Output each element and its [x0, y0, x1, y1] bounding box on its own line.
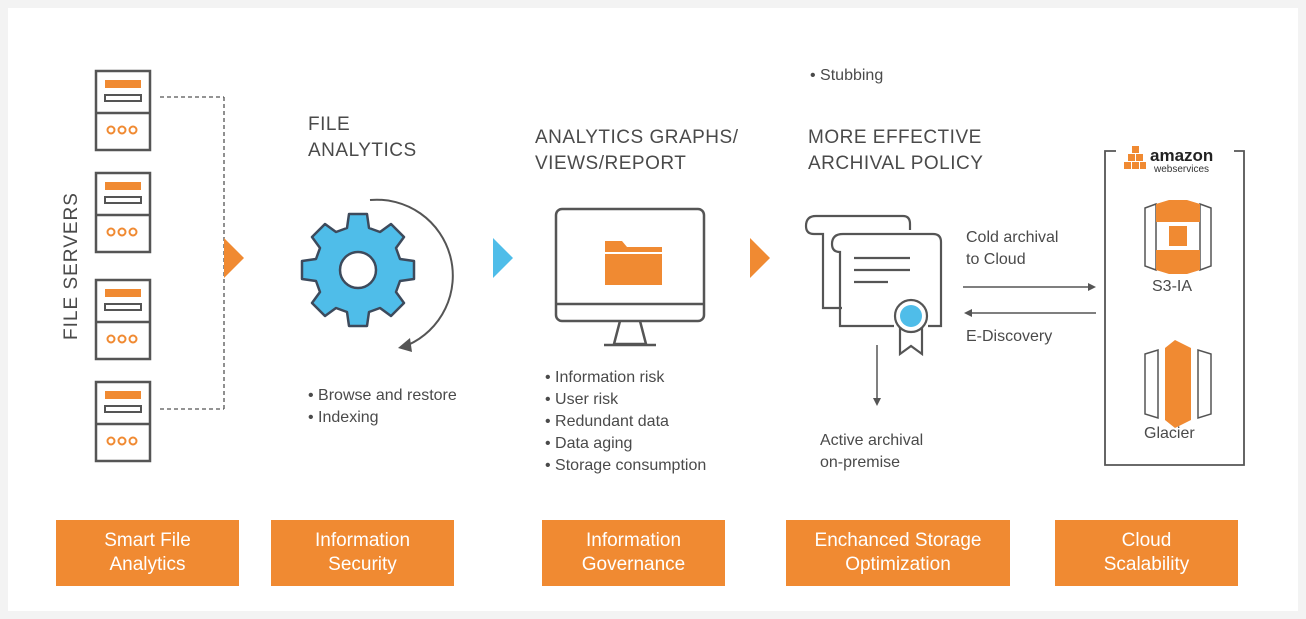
flow-chevron-3: [750, 238, 770, 278]
bullet-item: Data aging: [545, 433, 706, 455]
cold-archival-label: Cold archival to Cloud: [966, 229, 1059, 268]
aws-container: [1104, 150, 1245, 466]
aws-logo-word: amazon: [1150, 146, 1214, 165]
ediscovery-label: E-Discovery: [966, 328, 1053, 345]
file-analytics-heading: FILE ANALYTICS: [308, 114, 417, 161]
archival-heading: MORE EFFECTIVE ARCHIVAL POLICY: [808, 127, 984, 174]
glacier-label: Glacier: [1144, 425, 1195, 442]
benefit-box-cloud-scalability: Cloud Scalability: [1055, 520, 1238, 586]
server-icon: [94, 171, 152, 254]
benefit-box-information-security: Information Security: [271, 520, 454, 586]
server-icon: [94, 380, 152, 463]
aws-logo-sub: webservices: [1154, 164, 1210, 175]
servers-connector: [160, 96, 225, 410]
bullet-item: Storage consumption: [545, 455, 706, 477]
bullet-item: Information risk: [545, 367, 706, 389]
bullet-item: User risk: [545, 389, 706, 411]
rotate-arrow-icon: [369, 198, 454, 352]
server-icon: [94, 278, 152, 361]
diagram-graphics: [94, 69, 1245, 466]
aws-logo-icon: [1124, 146, 1147, 169]
aws-logo-text: amazon webservices: [1146, 146, 1218, 175]
bullet-item: Redundant data: [545, 411, 706, 433]
flow-chevron-1: [224, 238, 244, 278]
glacier-icon: [1144, 340, 1212, 428]
s3-icon: [1144, 200, 1212, 274]
diagram-canvas: FILE SERVERS: [8, 8, 1298, 611]
bullet-item: Browse and restore: [308, 385, 457, 407]
folder-icon: [605, 241, 662, 285]
analytics-graphs-bullets: Information risk User risk Redundant dat…: [545, 367, 706, 477]
gear-icon: [300, 212, 416, 328]
benefit-box-smart-file-analytics: Smart File Analytics: [56, 520, 239, 586]
to-cloud-arrow: [963, 283, 1096, 291]
certificate-icon: [804, 214, 943, 357]
down-arrow: [873, 345, 881, 406]
monitor-icon: [554, 207, 706, 347]
from-cloud-arrow: [964, 309, 1096, 317]
bullet-item: Indexing: [308, 407, 457, 429]
s3-label: S3-IA: [1152, 278, 1193, 295]
analytics-graphs-heading: ANALYTICS GRAPHS/ VIEWS/REPORT: [535, 127, 739, 174]
benefit-box-information-governance: Information Governance: [542, 520, 725, 586]
file-analytics-bullets: Browse and restore Indexing: [308, 385, 457, 429]
benefit-box-storage-optimization: Enchanced Storage Optimization: [786, 520, 1010, 586]
server-icon: [94, 69, 152, 152]
archival-top-bullets: Stubbing: [810, 65, 883, 87]
active-archival-label: Active archival on-premise: [820, 432, 924, 471]
bullet-item: Stubbing: [810, 65, 883, 87]
flow-chevron-2: [493, 238, 513, 278]
